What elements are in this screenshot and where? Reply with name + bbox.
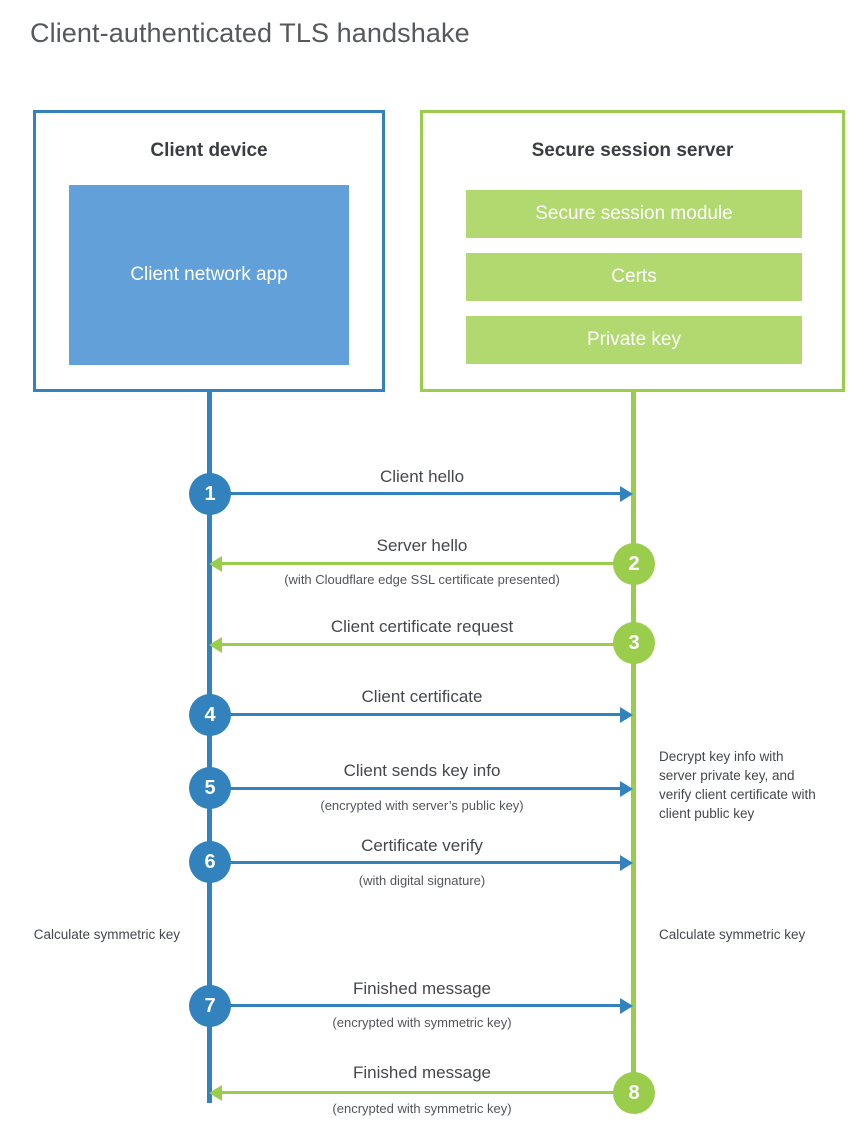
- step-7-label: Finished message: [353, 979, 491, 998]
- server-decrypt-note: Decrypt key info with server private key…: [659, 749, 816, 822]
- step-1-arrow-head: [620, 486, 633, 502]
- step-6-arrow-line: [210, 861, 620, 864]
- page-title: Client-authenticated TLS handshake: [30, 18, 470, 48]
- client-calculate-symmetric-key-note: Calculate symmetric key: [33, 927, 180, 942]
- step-1-label: Client hello: [379, 467, 465, 486]
- secure-session-server-box: Secure session server Secure session mod…: [420, 110, 845, 392]
- step-1-arrow-line: [210, 492, 620, 495]
- server-lifeline: [631, 392, 636, 1093]
- step-4-arrow-head: [620, 707, 633, 723]
- client-device-title: Client device: [150, 140, 268, 161]
- step-5-arrow-head: [620, 781, 633, 797]
- step-4-arrow-line: [210, 713, 620, 716]
- step-8-badge: 8: [613, 1072, 655, 1114]
- step-3-badge: 3: [613, 622, 655, 664]
- step-2-sublabel: (with Cloudflare edge SSL certificate pr…: [284, 572, 560, 587]
- client-device-box: Client device Client network app: [33, 110, 385, 392]
- step-3-label: Client certificate request: [330, 617, 514, 636]
- step-4-label: Client certificate: [361, 687, 483, 706]
- server-calculate-symmetric-key-note: Calculate symmetric key: [659, 927, 806, 942]
- step-8-sublabel: (encrypted with symmetric key): [332, 1101, 512, 1116]
- step-5-badge: 5: [189, 767, 231, 809]
- step-8-arrow-line: [222, 1091, 634, 1094]
- step-6-badge: 6: [189, 841, 231, 883]
- step-2-arrow-line: [222, 562, 634, 565]
- server-component-private-key: Private key: [466, 316, 802, 364]
- step-7-arrow-head: [620, 998, 633, 1014]
- client-network-app-box: Client network app: [69, 185, 349, 365]
- step-2-arrow-head: [209, 556, 222, 572]
- step-2-label: Server hello: [376, 536, 468, 555]
- step-7-badge: 7: [189, 985, 231, 1027]
- step-3-arrow-head: [209, 637, 222, 653]
- step-3-arrow-line: [222, 643, 634, 646]
- step-7-sublabel: (encrypted with symmetric key): [332, 1015, 512, 1030]
- step-8-label: Finished message: [353, 1063, 491, 1082]
- step-7-arrow-line: [210, 1004, 620, 1007]
- step-6-label: Certificate verify: [361, 836, 483, 855]
- step-5-sublabel: (encrypted with server’s public key): [320, 798, 524, 813]
- step-6-sublabel: (with digital signature): [358, 873, 486, 888]
- step-2-badge: 2: [613, 543, 655, 585]
- step-6-arrow-head: [620, 855, 633, 871]
- client-lifeline: [207, 392, 212, 1103]
- server-component-certs: Certs: [466, 253, 802, 301]
- step-5-arrow-line: [210, 787, 620, 790]
- step-1-badge: 1: [189, 473, 231, 515]
- step-5-label: Client sends key info: [343, 761, 501, 780]
- step-4-badge: 4: [189, 694, 231, 736]
- secure-session-server-title: Secure session server: [531, 140, 734, 161]
- server-component-secure-session-module: Secure session module: [466, 190, 802, 238]
- step-8-arrow-head: [209, 1085, 222, 1101]
